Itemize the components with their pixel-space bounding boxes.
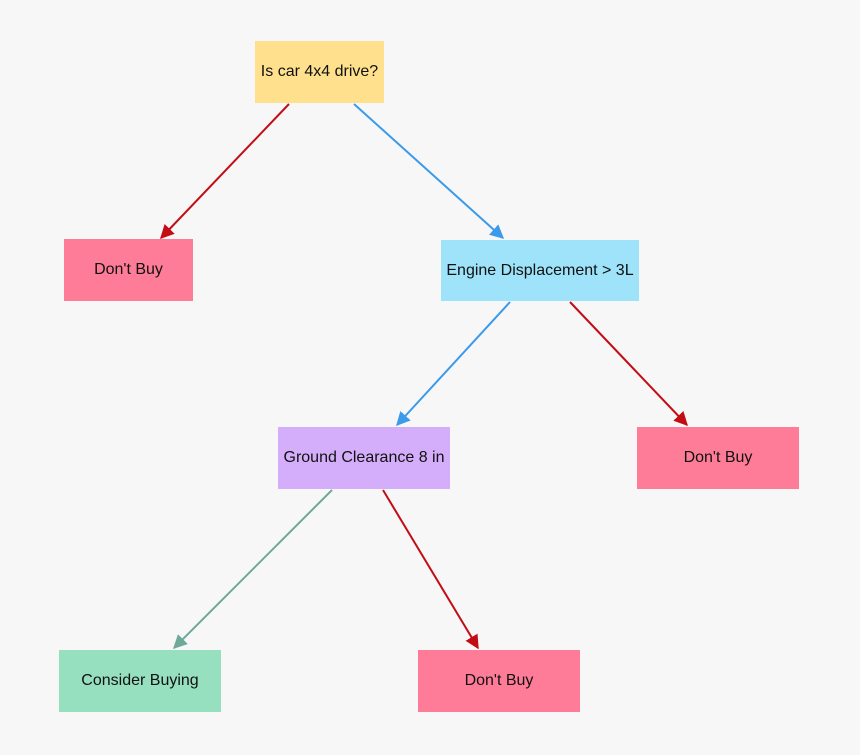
decision-node-engine-displacement: Engine Displacement > 3L <box>441 240 639 301</box>
outcome-node-consider-buying: Consider Buying <box>59 650 221 712</box>
decision-node-ground-clearance: Ground Clearance 8 in <box>278 427 450 489</box>
edge-root-to-engine <box>353 103 505 239</box>
edge-engine-to-right <box>569 301 688 427</box>
edge-root-to-left <box>160 103 290 240</box>
edge-ground-to-bottom <box>382 489 479 650</box>
edge-ground-to-consider <box>173 489 333 649</box>
outcome-node-dont-buy-right: Don't Buy <box>637 427 799 489</box>
outcome-node-dont-buy-left: Don't Buy <box>64 239 193 301</box>
edge-engine-to-ground <box>396 301 511 427</box>
decision-node-4x4: Is car 4x4 drive? <box>255 41 384 103</box>
outcome-node-dont-buy-bottom: Don't Buy <box>418 650 580 712</box>
